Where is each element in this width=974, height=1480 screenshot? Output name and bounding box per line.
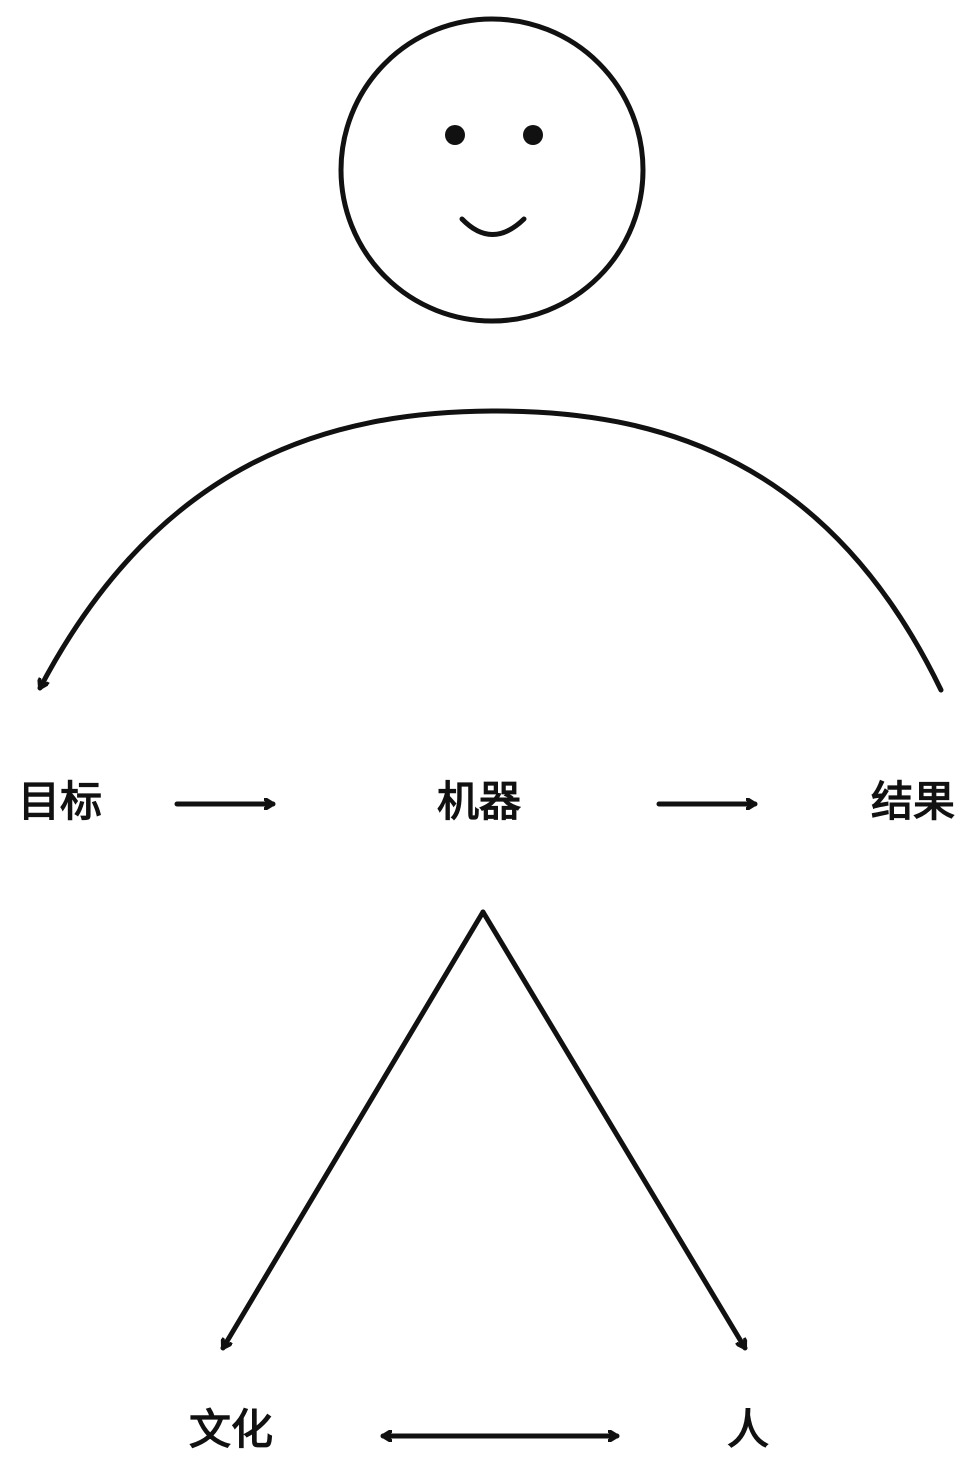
machine-to-culture-arrow [220, 909, 486, 1351]
node-goal-label: 目标 [18, 777, 103, 826]
machine-to-person-arrow [480, 909, 748, 1351]
smiley-face-icon [338, 16, 646, 324]
face-outline [338, 16, 646, 324]
node-culture-label: 文化 [189, 1405, 274, 1454]
node-result-label: 结果 [871, 777, 956, 826]
face-smile [459, 216, 527, 237]
feedback-arc-arrow [40, 408, 944, 693]
node-person-label: 人 [727, 1405, 770, 1454]
node-machine-label: 机器 [437, 777, 522, 826]
face-left-eye [445, 125, 465, 145]
face-right-eye [523, 125, 543, 145]
